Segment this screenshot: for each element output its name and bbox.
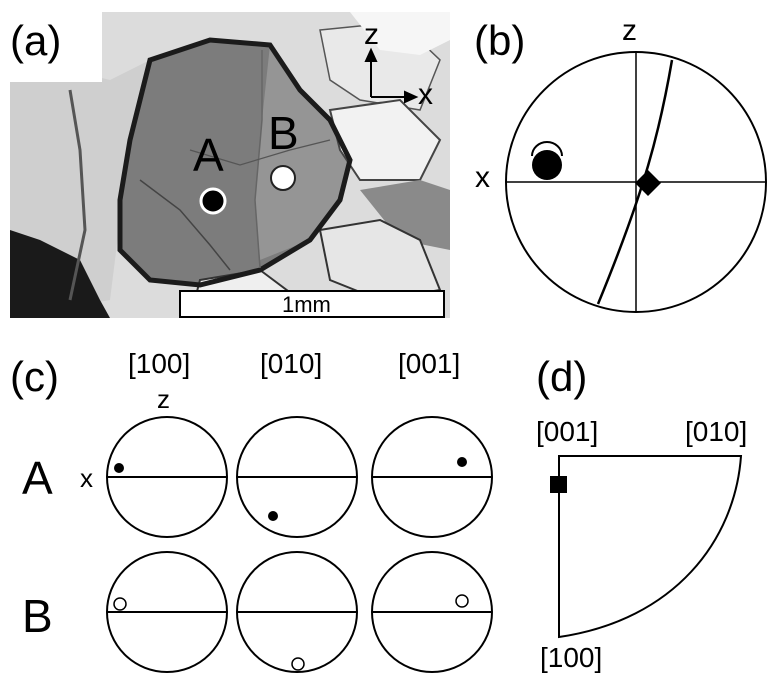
point-b-marker [270,165,296,191]
scale-bar [179,290,445,318]
column-100-label: [100] [128,348,191,379]
point-b-label: B [268,107,299,159]
panel-c-label: (c) [10,353,59,400]
row-a-label: A [22,452,53,504]
open-point-marker [531,141,563,157]
panel-a-label: (a) [10,17,62,64]
panel-b-label: (b) [474,17,526,64]
panel-b-x-label: x [475,161,490,194]
panel-c-z-label: z [157,384,170,414]
axis-arrows [364,47,419,104]
point-a-label: A [193,129,224,181]
a-100-point [114,463,124,473]
point-a-marker [199,187,227,215]
filled-point-marker [532,150,562,180]
panel-a-z-label: z [364,18,379,51]
row-b-label: B [22,590,53,642]
scale-bar-label: 1mm [282,292,331,317]
a-010-point [268,511,278,521]
corner-010-label: [010] [685,416,748,447]
a-001-point [457,457,467,467]
b-010-point [291,657,305,671]
corner-001-label: [001] [536,416,599,447]
diamond-marker [635,170,661,196]
panel-d-label: (d) [536,353,588,400]
panel-c-x-label: x [80,463,93,493]
b-001-point [455,594,469,608]
column-001-label: [001] [398,348,461,379]
square-marker [550,476,567,493]
panel-b-z-label: z [622,14,637,47]
b-100-point [113,597,127,611]
corner-100-label: [100] [540,642,603,673]
column-010-label: [010] [260,348,323,379]
panel-a-x-label: x [418,78,433,111]
